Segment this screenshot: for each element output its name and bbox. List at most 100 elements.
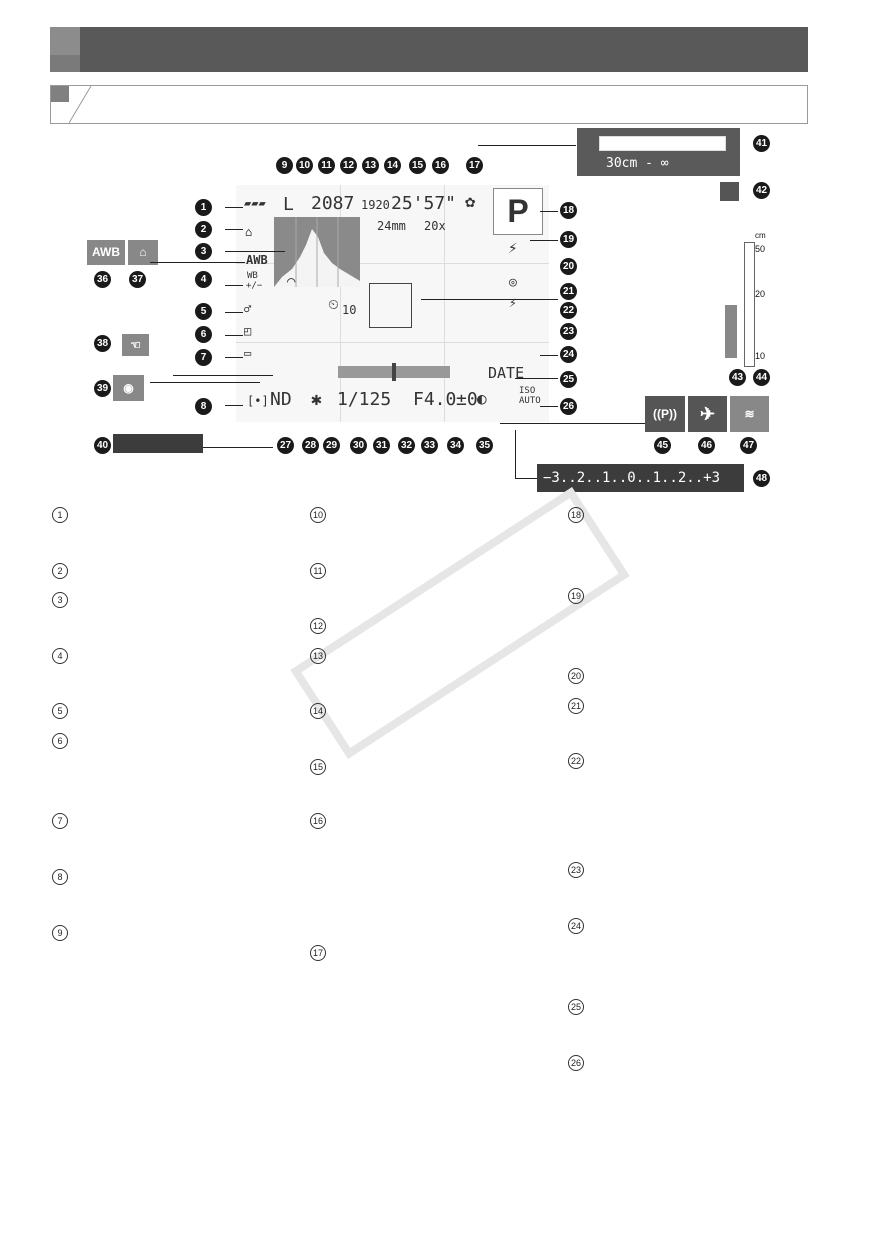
iso-top: ISO [519,386,536,396]
list-marker-15: 15 [310,759,326,775]
leader-1 [225,207,243,208]
list-marker-21: 21 [568,698,584,714]
list-marker-22: 22 [568,753,584,769]
callout-35: 35 [476,437,493,454]
list-marker-20: 20 [568,668,584,684]
leader-7 [225,357,243,358]
continuous-icon: ▭ [244,346,252,360]
callout-31: 31 [373,437,390,454]
leader-3 [225,251,285,252]
i-contrast-icon: ◐ [477,389,487,408]
list-marker-12: 12 [310,618,326,634]
exposure-simulation-bar [113,434,203,453]
callout-9: 9 [276,157,293,174]
touch-shutter-tile: ☜ [122,334,149,356]
shooting-mode: P [493,188,543,235]
callout-8: 8 [195,398,212,415]
leader-25 [515,378,558,379]
list-marker-1: 1 [52,507,68,523]
leader-41 [548,145,576,146]
grid-line-v2 [444,185,445,422]
zoom-panel: 30cm - ∞ [577,128,740,176]
callout-24: 24 [560,346,577,363]
callout-23: 23 [560,323,577,340]
list-marker-26: 26 [568,1055,584,1071]
callout-3: 3 [195,243,212,260]
list-marker-10: 10 [310,507,326,523]
list-marker-3: 3 [52,592,68,608]
callout-40: 40 [94,437,111,454]
leader-39 [150,382,260,383]
callout-32: 32 [398,437,415,454]
list-marker-19: 19 [568,588,584,604]
header-square-light [50,27,80,55]
scene-tile: ⌂ [128,240,158,265]
aperture: F4.0 [413,389,457,410]
callout-6: 6 [195,326,212,343]
leader-20 [421,299,558,300]
list-marker-23: 23 [568,862,584,878]
callout-29: 29 [323,437,340,454]
self-timer-icon: ⏲ [328,297,339,313]
grid-line-v1 [340,185,341,422]
self-timer-count: 10 [342,303,357,317]
callout-38: 38 [94,335,111,352]
callout-16: 16 [432,157,449,174]
chapter-header-bar [50,27,808,72]
callout-45: 45 [654,437,671,454]
leader-26 [540,406,558,407]
list-marker-9: 9 [52,925,68,941]
shots-remaining: 2087 [311,193,355,214]
list-marker-16: 16 [310,813,326,829]
battery-icon: ▰▰▰ [244,196,266,210]
leader-38 [173,375,273,376]
leader-6 [225,335,243,336]
airplane-mode-icon: ✈ [688,396,727,432]
callout-36: 36 [94,271,111,288]
mf-mark-10: 10 [755,351,766,361]
exposure-comp: ±0 [456,389,478,410]
section-header-diagonal [69,86,92,123]
red-eye-icon: ◎ [509,275,517,290]
ae-lock-icon: ✱ [311,389,322,410]
wb-label: WB [247,271,258,281]
shutter-speed: 1/125 [337,389,392,410]
grid-line-h2 [236,342,549,343]
wifi-icon: ◠ [287,274,296,290]
callout-4: 4 [195,271,212,288]
callout-19: 19 [560,231,577,248]
callout-18: 18 [560,202,577,219]
leader-4 [225,285,243,286]
image-size: L [283,194,294,215]
leader-8 [225,405,243,406]
iso-bottom: AUTO [519,396,541,406]
list-marker-14: 14 [310,703,326,719]
leader-19 [530,240,558,241]
macro-icon: ✿ [465,192,476,212]
mf-mark-50: 50 [755,244,766,254]
electronic-level-marker [392,363,396,381]
callout-11: 11 [318,157,335,174]
callout-27: 27 [277,437,294,454]
callout-48: 48 [753,470,770,487]
callout-22: 22 [560,302,577,319]
header-square-dark [50,55,80,72]
callout-37: 37 [129,271,146,288]
callout-42: 42 [753,182,770,199]
histogram [274,217,360,287]
flash-comp-icon: ⚡ [509,296,517,311]
blink-detect-icon [720,182,739,201]
callout-25: 25 [560,371,577,388]
callout-34: 34 [447,437,464,454]
my-colors-icon: ♂ [244,302,252,316]
leader-2 [225,229,243,230]
leader-40 [203,447,273,448]
metering-icon: [•] [247,394,269,408]
leader-18 [540,211,558,212]
callout-17: 17 [466,157,483,174]
date-stamp: DATE [488,364,525,382]
list-marker-18: 18 [568,507,584,523]
mf-unit: cm [755,231,766,240]
callout-12: 12 [340,157,357,174]
list-marker-24: 24 [568,918,584,934]
